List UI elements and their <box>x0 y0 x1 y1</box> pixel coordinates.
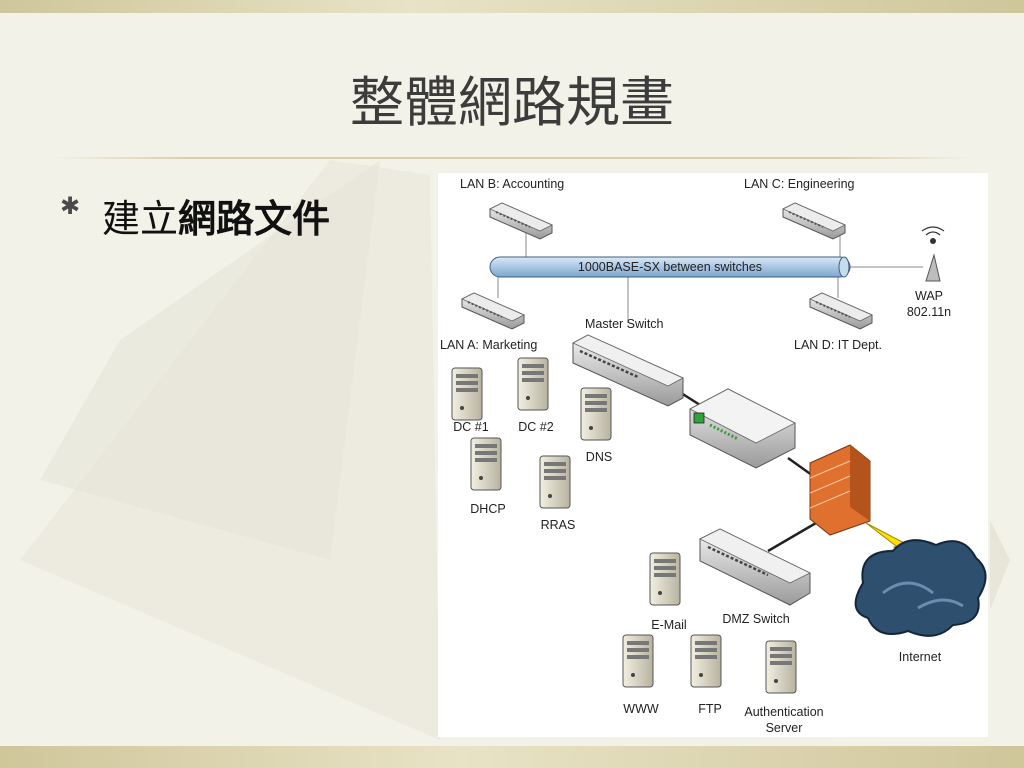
server-auth-label-2: Server <box>766 721 803 735</box>
bullet-text-bold: 網路文件 <box>178 197 331 241</box>
wap-antenna-icon <box>921 226 945 282</box>
internet-cloud-icon <box>854 539 987 637</box>
dmz-switch-label: DMZ Switch <box>722 612 789 626</box>
server-rras-label: RRAS <box>541 518 576 532</box>
bullet-marker-icon: ✱ <box>60 192 81 220</box>
server-ftp-icon <box>690 634 722 688</box>
lan-d-switch <box>809 292 873 330</box>
network-diagram: 1000BASE-SX between switches LAN B: Acco… <box>438 173 988 737</box>
server-email-icon <box>649 552 681 606</box>
lan-b-switch <box>489 202 553 240</box>
wap-standard-label: 802.11n <box>907 305 951 319</box>
lan-d-label: LAN D: IT Dept. <box>794 338 882 352</box>
slide-title: 整體網路規畫 <box>350 71 674 134</box>
internet-label: Internet <box>899 650 942 664</box>
title-divider <box>52 157 972 159</box>
server-www-icon <box>622 634 654 688</box>
bottom-decorative-band <box>0 746 1024 768</box>
backbone-pipe <box>489 256 851 278</box>
lan-c-switch <box>782 202 846 240</box>
server-ftp-label: FTP <box>698 702 722 716</box>
server-dhcp-label: DHCP <box>470 502 505 516</box>
server-rras-icon <box>539 455 571 509</box>
server-dc1-icon <box>451 367 483 421</box>
top-decorative-band <box>0 0 1024 13</box>
lan-c-label: LAN C: Engineering <box>744 177 855 191</box>
server-dns-icon <box>580 387 612 441</box>
dmz-switch <box>699 528 811 606</box>
bullet-text: 建立網路文件 <box>102 188 330 243</box>
wap-label: WAP <box>915 289 943 303</box>
backbone-label: 1000BASE-SX between switches <box>578 260 762 274</box>
router <box>689 388 796 469</box>
server-dns-label: DNS <box>586 450 612 464</box>
server-dc1-label: DC #1 <box>453 420 488 434</box>
bullet-text-normal: 建立 <box>102 197 179 241</box>
master-switch-label: Master Switch <box>585 317 664 331</box>
server-dc2-icon <box>517 357 549 411</box>
firewall-icon <box>809 444 871 536</box>
lan-a-label: LAN A: Marketing <box>440 338 537 352</box>
server-auth-label: Authentication <box>744 705 823 719</box>
server-auth-icon <box>765 640 797 694</box>
master-switch <box>572 334 684 407</box>
server-dhcp-icon <box>470 437 502 491</box>
lan-b-label: LAN B: Accounting <box>460 177 564 191</box>
lan-a-switch <box>461 292 525 330</box>
server-email-label: E-Mail <box>651 618 686 632</box>
server-dc2-label: DC #2 <box>518 420 553 434</box>
server-www-label: WWW <box>623 702 659 716</box>
